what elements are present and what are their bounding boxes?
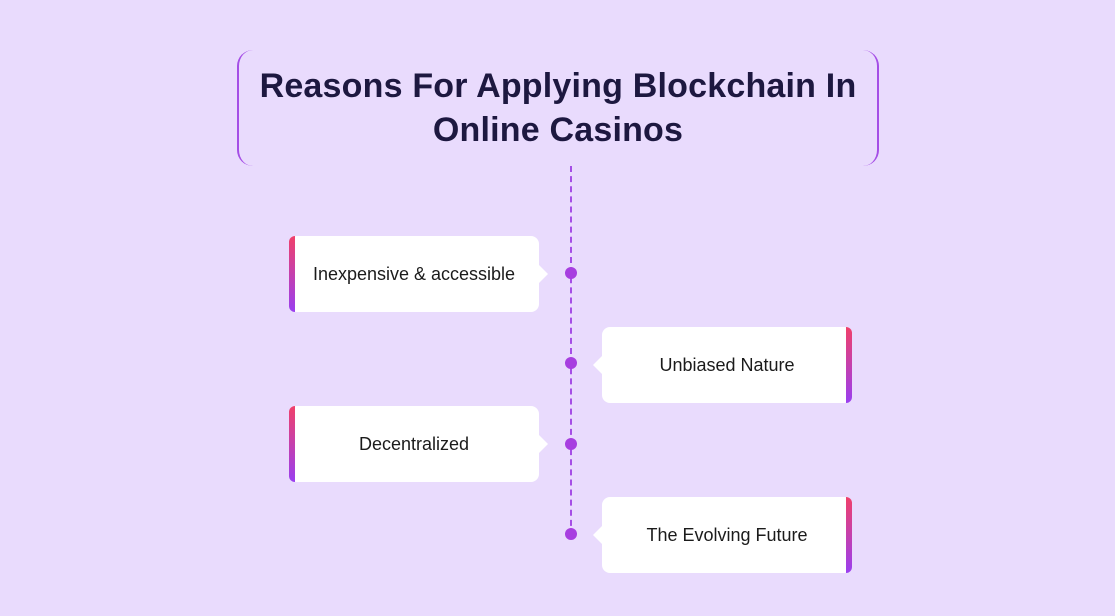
reason-label-2: Unbiased Nature bbox=[659, 354, 795, 375]
title-frame: Reasons For Applying Blockchain In Onlin… bbox=[237, 50, 879, 166]
reason-label-4: The Evolving Future bbox=[646, 524, 808, 545]
card-accent-bar bbox=[289, 406, 295, 482]
card-accent-bar bbox=[289, 236, 295, 312]
title-line-2: Online Casinos bbox=[432, 111, 684, 149]
diagram-title: Reasons For Applying Blockchain In Onlin… bbox=[260, 64, 857, 152]
reason-card-4: The Evolving Future bbox=[593, 497, 852, 573]
reason-label-3: Decentralized bbox=[358, 433, 470, 454]
reason-label-1: Inexpensive & accessible bbox=[312, 263, 516, 284]
timeline-connector bbox=[570, 166, 572, 536]
timeline-dot-2 bbox=[565, 357, 577, 369]
timeline-dot-1 bbox=[565, 267, 577, 279]
reason-card-2: Unbiased Nature bbox=[593, 327, 852, 403]
card-accent-bar bbox=[846, 497, 852, 573]
reason-card-3: Decentralized bbox=[289, 406, 548, 482]
timeline-dot-4 bbox=[565, 528, 577, 540]
timeline-dot-3 bbox=[565, 438, 577, 450]
reason-card-1: Inexpensive & accessible bbox=[289, 236, 548, 312]
title-line-1: Reasons For Applying Blockchain In bbox=[259, 67, 857, 105]
card-accent-bar bbox=[846, 327, 852, 403]
